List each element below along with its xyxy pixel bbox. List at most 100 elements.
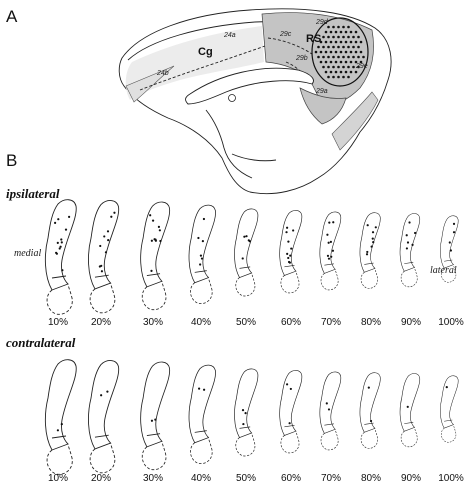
rs-dot bbox=[332, 25, 335, 29]
labelled-cell-dot bbox=[367, 386, 370, 389]
labelled-cell-dot bbox=[286, 252, 289, 255]
labelled-cell-dot bbox=[202, 217, 206, 221]
layer-boundary bbox=[444, 419, 453, 422]
layer-boundary bbox=[324, 423, 334, 426]
labelled-cell-dot bbox=[154, 238, 157, 241]
rs-dot bbox=[329, 30, 333, 34]
rs-dot bbox=[344, 40, 348, 44]
ipsilateral-section-3 bbox=[140, 201, 170, 311]
white-matter-outline bbox=[280, 431, 300, 454]
rs-dot bbox=[332, 55, 335, 59]
rs-dot bbox=[354, 60, 358, 64]
rs-dot bbox=[354, 50, 358, 54]
contralateral-section-label: 60% bbox=[281, 473, 301, 484]
rs-dot bbox=[342, 55, 345, 59]
rs-dot bbox=[337, 65, 340, 69]
layer-boundary bbox=[404, 422, 414, 424]
labelled-cell-dot bbox=[197, 236, 200, 240]
labelled-cell-dot bbox=[287, 256, 290, 260]
labelled-cell-dot bbox=[327, 408, 331, 411]
white-matter-outline bbox=[441, 424, 457, 443]
rs-dot bbox=[357, 55, 360, 59]
ipsilateral-section-label: 60% bbox=[281, 317, 301, 328]
labelled-cell-dot bbox=[55, 252, 58, 255]
layer-boundary bbox=[324, 263, 334, 266]
rs-dot bbox=[337, 35, 340, 39]
rs-dot bbox=[347, 55, 350, 59]
contralateral-section-label: 50% bbox=[236, 473, 256, 484]
labelled-cell-dot bbox=[328, 221, 331, 224]
white-matter-outline bbox=[280, 271, 300, 294]
white-matter-outline bbox=[141, 281, 167, 311]
corpus-callosum bbox=[185, 67, 314, 105]
ipsilateral-section-7 bbox=[319, 211, 342, 291]
labelled-cell-dot bbox=[100, 394, 103, 397]
labelled-cell-dot bbox=[200, 257, 204, 260]
rs-dot bbox=[344, 60, 348, 64]
rs-dot bbox=[339, 70, 343, 74]
rs-dot bbox=[344, 30, 348, 34]
labelled-cell-dot bbox=[445, 385, 448, 389]
white-matter-outline bbox=[360, 268, 379, 289]
labelled-cell-dot bbox=[370, 245, 373, 248]
labelled-cell-dot bbox=[151, 219, 155, 222]
contralateral-section-5 bbox=[234, 368, 259, 457]
labelled-cell-dot bbox=[327, 257, 331, 260]
fornix-contour bbox=[205, 109, 253, 179]
labelled-cell-dot bbox=[61, 269, 64, 272]
labelled-cell-dot bbox=[60, 423, 63, 426]
rs-dot bbox=[359, 40, 363, 44]
labelled-cell-dot bbox=[247, 239, 250, 242]
labelled-cell-dot bbox=[449, 249, 452, 252]
rs-injection-ellipse bbox=[311, 17, 369, 87]
layer-boundary bbox=[51, 275, 67, 279]
contralateral-section-6 bbox=[279, 370, 303, 454]
labelled-cell-dot bbox=[198, 387, 201, 390]
contralateral-section-label: 100% bbox=[438, 473, 464, 484]
lateral-label: lateral bbox=[430, 265, 457, 276]
rs-dot bbox=[332, 75, 335, 79]
rs-dot bbox=[339, 50, 343, 54]
rs-dot bbox=[319, 50, 323, 54]
rs-dot bbox=[342, 65, 345, 69]
labelled-cell-dot bbox=[327, 241, 330, 244]
rs-dot bbox=[347, 75, 350, 79]
ipsilateral-section-label: 30% bbox=[143, 317, 163, 328]
contralateral-section-label: 40% bbox=[191, 473, 211, 484]
rs-dot bbox=[319, 40, 323, 44]
labelled-cell-dot bbox=[113, 211, 116, 214]
labelled-cell-dot bbox=[106, 390, 109, 393]
area-label-29e: 29e bbox=[355, 63, 368, 70]
labelled-cell-dot bbox=[150, 239, 153, 242]
labelled-cell-dot bbox=[241, 257, 244, 260]
labelled-cell-dot bbox=[292, 229, 295, 232]
ipsilateral-section-8 bbox=[359, 212, 381, 289]
anterior-commissure bbox=[228, 94, 236, 102]
white-matter-outline bbox=[89, 283, 116, 314]
labelled-cell-dot bbox=[372, 241, 375, 244]
labelled-cell-dot bbox=[285, 231, 288, 234]
white-matter-outline bbox=[141, 441, 167, 471]
labelled-cell-dot bbox=[289, 254, 292, 257]
ipsilateral-section-label: 40% bbox=[191, 317, 211, 328]
rs-dot bbox=[349, 50, 353, 54]
labelled-cell-dot bbox=[289, 387, 292, 391]
labelled-cell-dot bbox=[56, 429, 59, 432]
rs-dot bbox=[357, 45, 360, 49]
rs-dot bbox=[339, 40, 343, 44]
rs-dot bbox=[339, 30, 343, 34]
rs-dot bbox=[347, 45, 350, 49]
labelled-cell-dot bbox=[60, 238, 63, 241]
labelled-cell-dot bbox=[406, 405, 409, 408]
rs-dot bbox=[324, 40, 328, 44]
rs-dot bbox=[349, 70, 353, 74]
labelled-cell-dot bbox=[448, 241, 451, 244]
rs-dot bbox=[352, 45, 355, 49]
white-matter-outline bbox=[400, 427, 418, 448]
labelled-cell-dot bbox=[331, 249, 335, 252]
labelled-cell-dot bbox=[57, 218, 60, 221]
white-matter-outline bbox=[360, 428, 379, 449]
labelled-cell-dot bbox=[413, 231, 417, 235]
layer-boundary bbox=[194, 270, 207, 273]
rs-dot bbox=[334, 50, 338, 54]
